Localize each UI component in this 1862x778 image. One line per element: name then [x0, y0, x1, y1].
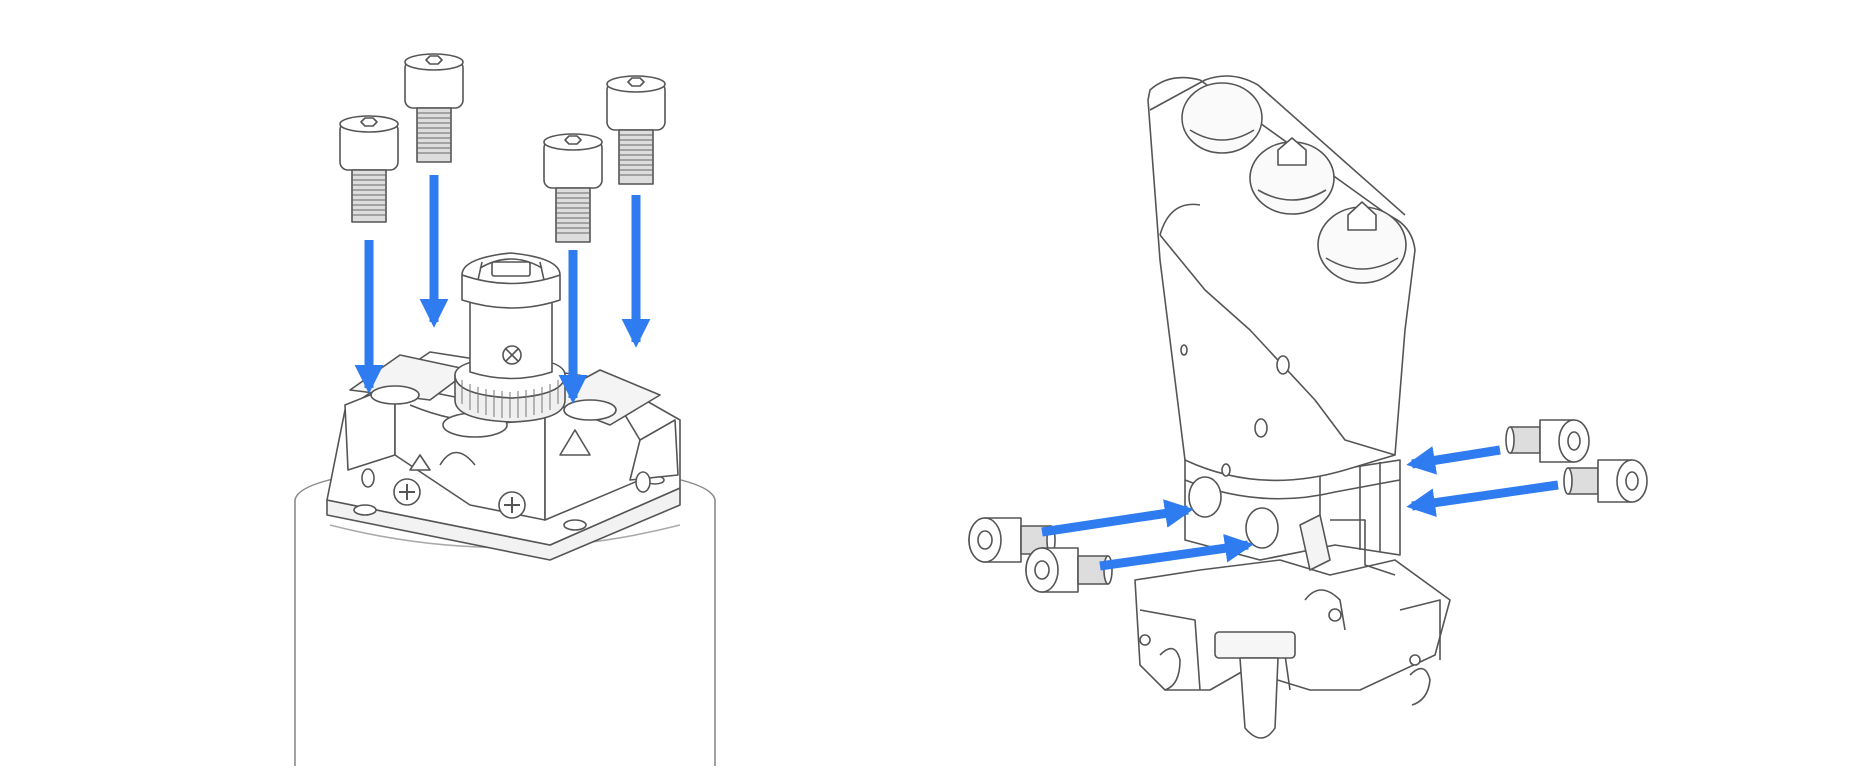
cap-screw-5 — [968, 517, 1056, 563]
cap-screw-2 — [404, 53, 464, 163]
grip-collar — [1184, 459, 1401, 576]
left-panel — [294, 53, 716, 766]
arrow-icon — [1041, 499, 1194, 537]
arrow-icon — [1406, 480, 1559, 517]
insert-arrows-right — [1041, 445, 1559, 571]
cap-screw-1 — [339, 115, 399, 223]
phillips-screw-left — [393, 478, 421, 506]
phillips-screw-right — [498, 491, 526, 519]
phillips-screw-side — [635, 471, 651, 493]
phillips-screw-far — [361, 468, 375, 488]
cap-screw-3 — [543, 133, 603, 243]
cap-screw-6 — [1025, 547, 1113, 593]
splined-shaft — [454, 252, 566, 423]
cap-screw-7 — [1505, 419, 1590, 463]
arrow-icon — [1406, 445, 1501, 475]
insert-arrows-left — [354, 175, 651, 404]
cap-screw-8 — [1563, 459, 1648, 503]
grip-bore-1 — [1181, 82, 1263, 154]
right-panel — [968, 75, 1648, 739]
gear-ring — [461, 380, 559, 418]
cap-screw-4 — [606, 75, 666, 185]
grip-body — [1147, 75, 1416, 482]
arrow-icon — [1099, 533, 1254, 571]
mount-frame — [1134, 559, 1451, 739]
